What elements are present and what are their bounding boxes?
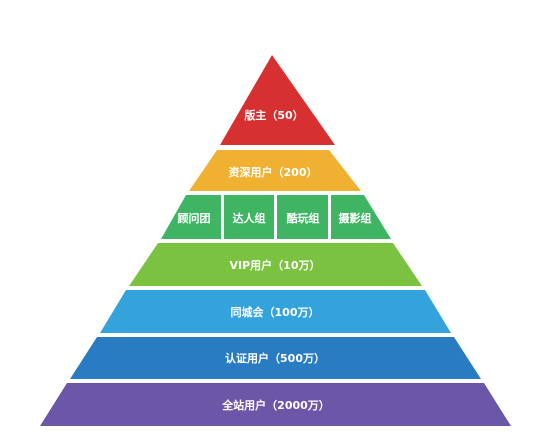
tier-senior-users bbox=[189, 150, 361, 191]
tier-vip-users-label: VIP用户（10万） bbox=[230, 258, 321, 272]
group-experts-label: 达人组 bbox=[233, 211, 266, 225]
tier-vip-users bbox=[129, 243, 422, 286]
tier-city-club-label: 同城会（100万） bbox=[231, 305, 320, 319]
group-experts bbox=[224, 195, 274, 239]
group-advisors bbox=[161, 195, 221, 239]
tier-all-users bbox=[40, 383, 511, 426]
tier-all-users-label: 全站用户（2000万） bbox=[221, 398, 330, 412]
tier-city-club bbox=[100, 290, 451, 333]
group-photography-label: 摄影组 bbox=[339, 211, 372, 225]
tier-verified-users bbox=[70, 337, 481, 379]
group-cool-play bbox=[277, 195, 328, 239]
tier-moderators-label: 版主（50） bbox=[244, 108, 303, 122]
group-photography bbox=[331, 195, 391, 239]
group-cool-play-label: 酷玩组 bbox=[287, 211, 320, 225]
tier-moderators bbox=[220, 55, 335, 145]
group-advisors-label: 顾问团 bbox=[178, 211, 211, 225]
tier-verified-users-label: 认证用户（500万） bbox=[225, 351, 325, 365]
tier-senior-users-label: 资深用户（200） bbox=[229, 165, 318, 179]
